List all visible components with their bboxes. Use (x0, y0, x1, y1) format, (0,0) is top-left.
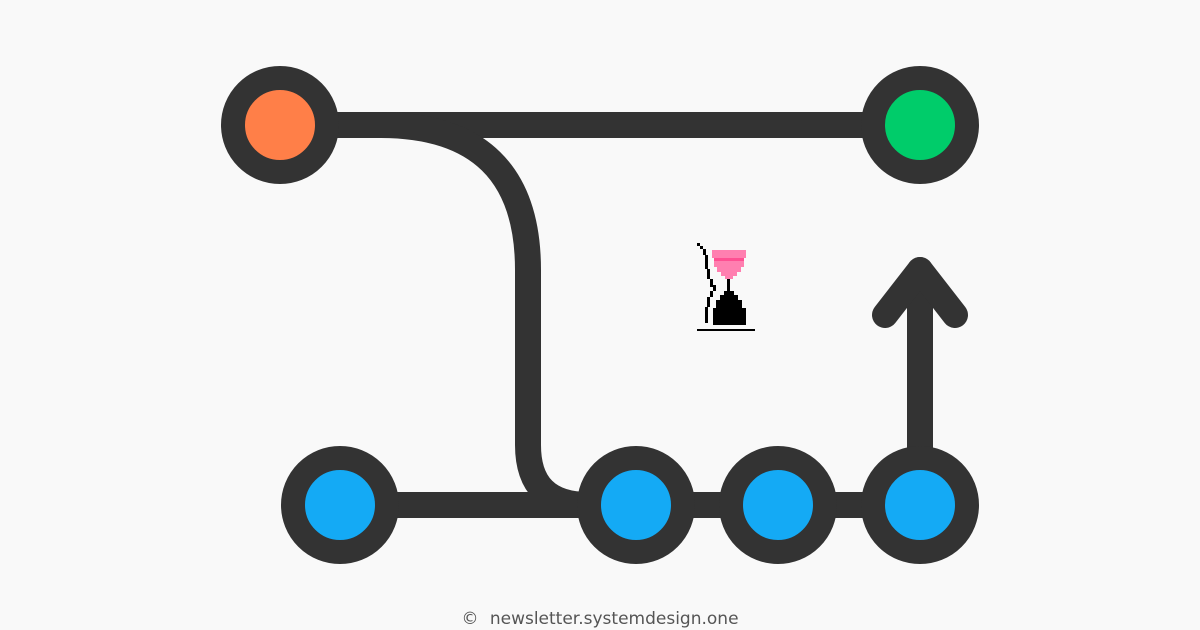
commit-node-blue-1 (281, 446, 399, 564)
commit-nodes (221, 66, 979, 564)
commit-node-orange (221, 66, 339, 184)
commit-node-green (861, 66, 979, 184)
arrow-up-icon (872, 257, 968, 328)
footer-credit: © newsletter.systemdesign.one (0, 609, 1200, 629)
commit-node-blue-2 (577, 446, 695, 564)
hourglass-icon (697, 243, 755, 331)
commit-node-blue-3 (719, 446, 837, 564)
copyright-symbol: © (461, 609, 479, 629)
connector-lines (267, 112, 968, 518)
footer-link-text: newsletter.systemdesign.one (489, 609, 739, 629)
commit-node-blue-4 (861, 446, 979, 564)
